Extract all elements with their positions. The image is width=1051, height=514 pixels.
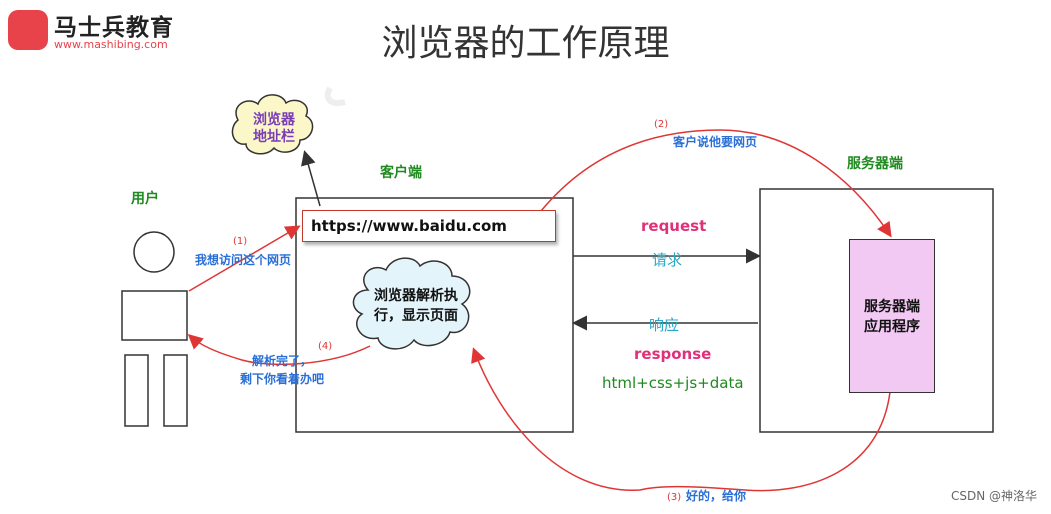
user-body-icon: [121, 290, 188, 341]
server-label: 服务器端: [847, 156, 903, 172]
step2-text: 客户说他要网页: [673, 135, 758, 149]
url-text: https://www.baidu.com: [311, 217, 507, 235]
server-app-line1: 服务器端: [864, 299, 920, 315]
step4-text-line2: 剩下你看着办吧: [239, 372, 324, 386]
render-cloud: [352, 257, 471, 350]
brand-name: 马士兵教育: [54, 15, 174, 41]
step4-text-line1: 解析完了，: [251, 354, 312, 368]
step1-number: (1): [233, 236, 248, 247]
step2-number: (2): [654, 119, 669, 130]
request-label: request: [641, 217, 707, 235]
server-app-line2: 应用程序: [864, 319, 920, 335]
address-bar-cloud-line1: 浏览器: [253, 112, 295, 128]
render-cloud-line1: 浏览器解析执: [374, 288, 458, 304]
user-label: 用户: [131, 191, 159, 207]
brand-url: www.mashibing.com: [54, 38, 168, 51]
step1-text: 我想访问这个网页: [195, 253, 292, 267]
url-bar: https://www.baidu.com: [302, 210, 556, 242]
brand-logo-icon: [8, 10, 48, 50]
user-leg-right-icon: [163, 354, 188, 427]
response-cn-label: 响应: [649, 316, 680, 334]
step4-number: (4): [318, 341, 333, 352]
arrow-step3: [471, 347, 891, 492]
arrow-url-to-addressbar: [301, 150, 321, 207]
user-leg-left-icon: [124, 354, 149, 427]
page-title: 浏览器的工作原理: [381, 23, 670, 64]
address-bar-cloud-line2: 地址栏: [253, 129, 295, 145]
render-cloud-line2: 行，显示页面: [374, 308, 458, 324]
arrow-step2: [540, 129, 892, 238]
render-cloud-label: 浏览器解析执 行，显示页面: [364, 286, 468, 326]
payload-label: html+css+js+data: [602, 374, 744, 392]
server-app-label: 服务器端 应用程序: [850, 297, 934, 337]
step4-text: 解析完了， 剩下你看着办吧: [232, 352, 332, 388]
user-head-icon: [133, 231, 175, 273]
watermark: CSDN @神洛华: [950, 489, 1037, 503]
address-bar-cloud: [231, 94, 314, 155]
arrow-step1: [188, 225, 301, 292]
arrow-step4: [187, 333, 371, 366]
response-label: response: [634, 345, 712, 363]
step3-number: (3): [667, 492, 682, 503]
decorative-mark: [324, 86, 346, 106]
request-cn-label: 请求: [652, 251, 683, 269]
step3-text: 好的，给你: [686, 489, 747, 503]
client-label: 客户端: [380, 165, 422, 181]
server-app-box: 服务器端 应用程序: [849, 239, 935, 393]
address-bar-cloud-label: 浏览器 地址栏: [246, 112, 302, 146]
